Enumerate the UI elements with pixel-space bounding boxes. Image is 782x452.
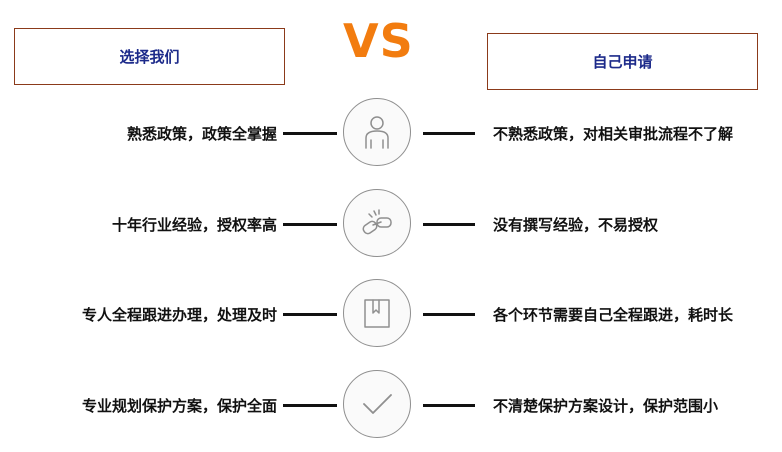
left-connector [283, 223, 337, 226]
right-connector [423, 313, 475, 316]
box-icon [343, 279, 411, 347]
right-point: 不清楚保护方案设计，保护范围小 [493, 396, 719, 415]
choose-us-box: 选择我们 [14, 28, 285, 85]
right-connector [423, 223, 475, 226]
person-icon [343, 98, 411, 166]
right-point: 没有撰写经验，不易授权 [493, 215, 659, 234]
left-connector [283, 132, 337, 135]
self-apply-label: 自己申请 [592, 53, 653, 71]
comparison-row-4: 专业规划保护方案，保护全面 不清楚保护方案设计，保护范围小 [0, 370, 782, 440]
self-apply-box: 自己申请 [487, 33, 758, 90]
check-icon [343, 370, 411, 438]
left-connector [283, 313, 337, 316]
comparison-row-2: 十年行业经验，授权率高 没有撰写经验，不易授权 [0, 189, 782, 259]
left-point: 熟悉政策，政策全掌握 [126, 124, 277, 143]
choose-us-label: 选择我们 [119, 48, 180, 66]
right-connector [423, 132, 475, 135]
left-point: 专人全程跟进办理，处理及时 [81, 305, 277, 324]
vs-label: VS [343, 14, 414, 68]
right-point: 各个环节需要自己全程跟进，耗时长 [493, 305, 734, 324]
comparison-row-3: 专人全程跟进办理，处理及时 各个环节需要自己全程跟进，耗时长 [0, 279, 782, 349]
left-point: 专业规划保护方案，保护全面 [81, 396, 277, 415]
left-point: 十年行业经验，授权率高 [111, 215, 277, 234]
left-connector [283, 404, 337, 407]
comparison-row-1: 熟悉政策，政策全掌握 不熟悉政策，对相关审批流程不了解 [0, 98, 782, 168]
link-icon [343, 189, 411, 257]
right-connector [423, 404, 475, 407]
right-point: 不熟悉政策，对相关审批流程不了解 [493, 124, 734, 143]
